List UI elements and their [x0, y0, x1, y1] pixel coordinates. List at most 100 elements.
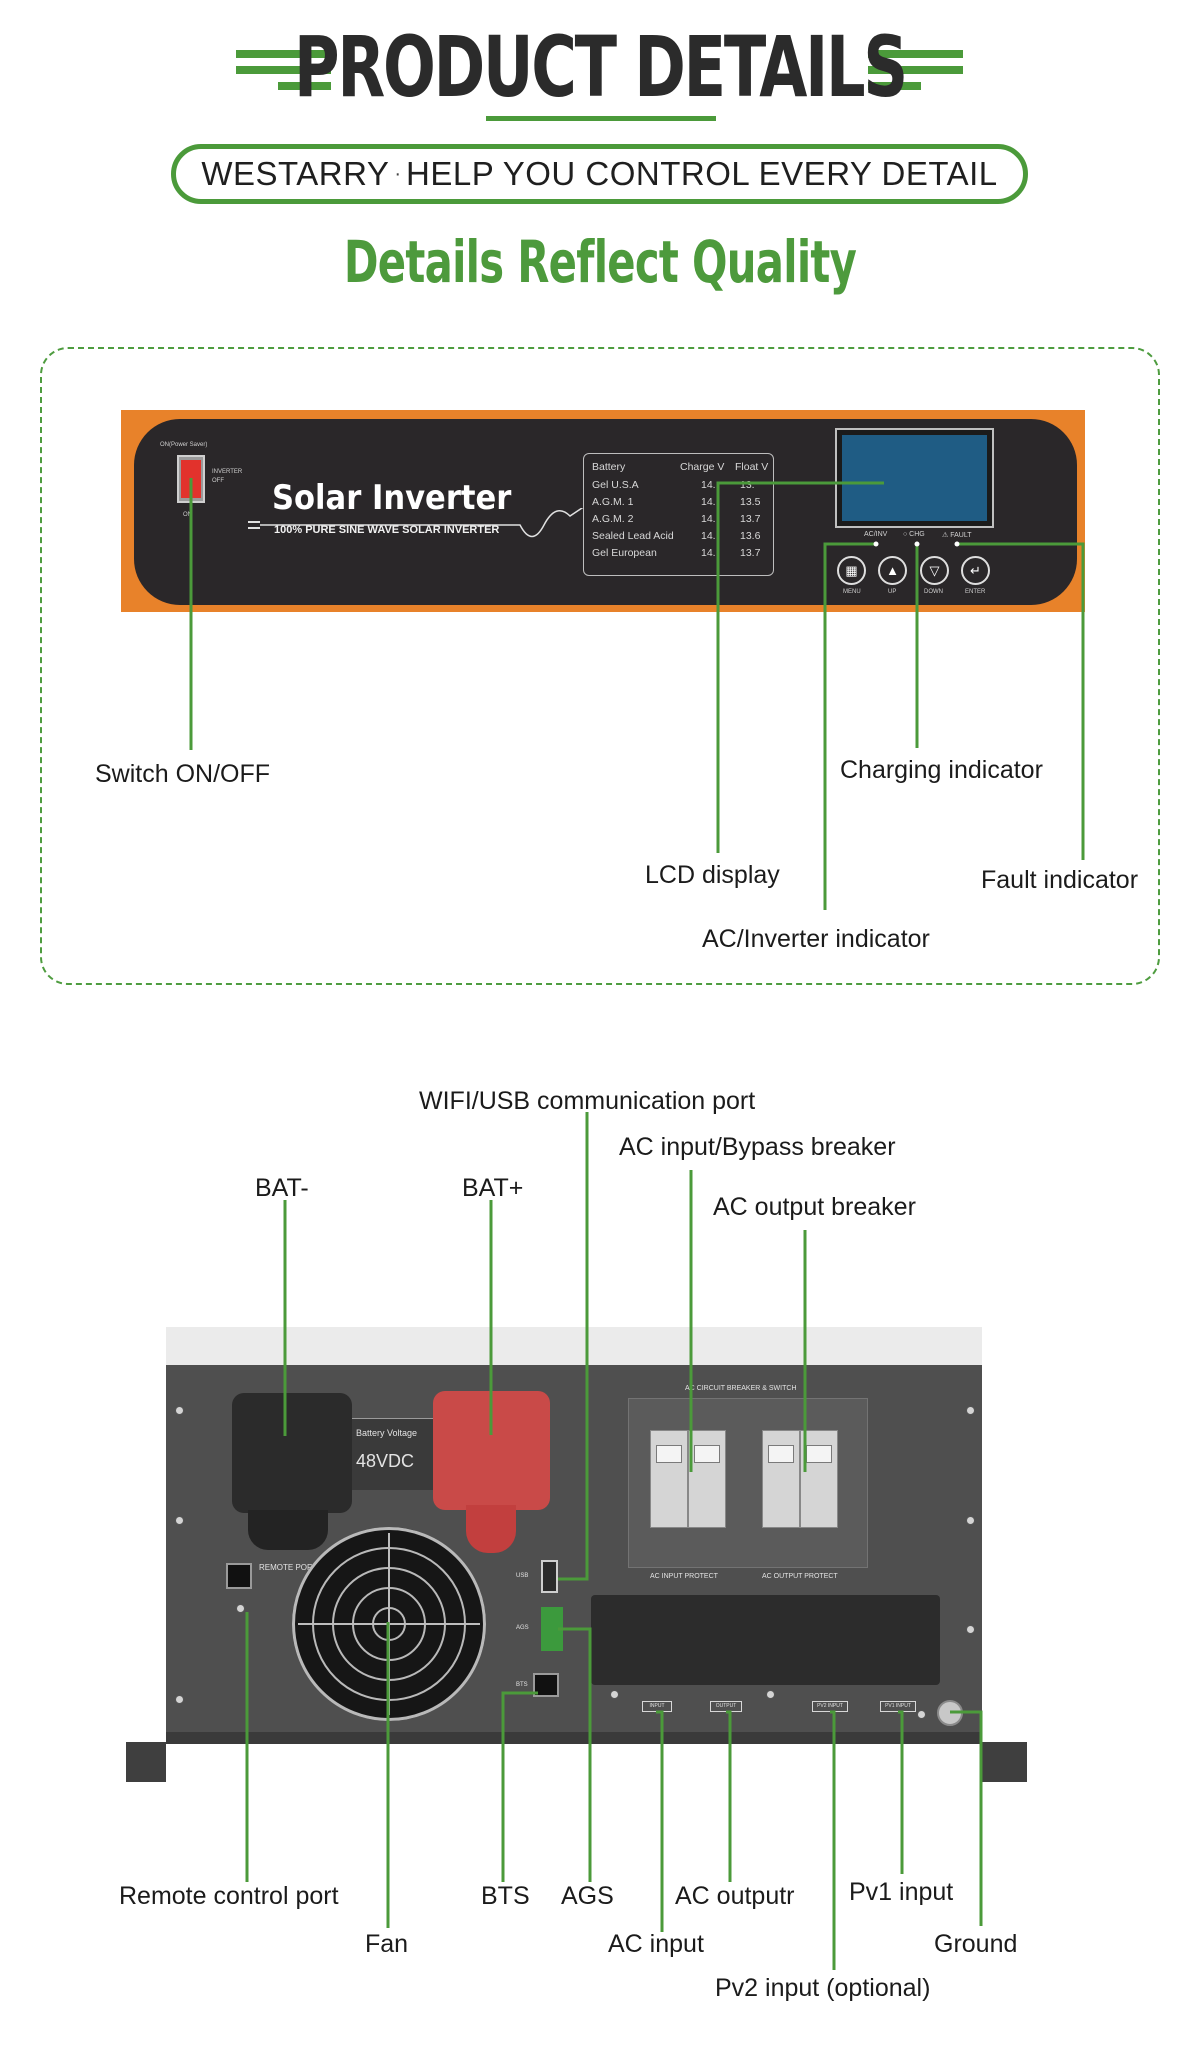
enter-button-label: ENTER [965, 589, 986, 595]
indicator-label-chg: ○ CHG [903, 531, 925, 538]
callout-ac-output-breaker: AC output breaker [713, 1193, 916, 1221]
lcd-screen [842, 435, 987, 521]
callout-ags: AGS [561, 1882, 614, 1910]
callout-ground: Ground [934, 1930, 1018, 1958]
breaker-input-label: AC INPUT PROTECT [650, 1573, 718, 1580]
screw [917, 1710, 926, 1719]
remote-port-jack[interactable] [226, 1563, 252, 1589]
callout-bts: BTS [481, 1882, 530, 1910]
battery-voltage-plate [352, 1418, 433, 1490]
ac-input-breaker-lever[interactable] [694, 1445, 720, 1463]
battery-table-header: Battery [592, 461, 626, 473]
callout-bat-plus: BAT+ [462, 1174, 524, 1202]
terminal-block-cover [591, 1595, 940, 1685]
battery-table-cell: 13.5 [740, 496, 761, 508]
indicator-label-fault: ⚠ FAULT [942, 532, 972, 539]
right-mount-foot [982, 1742, 1027, 1782]
down-button[interactable]: ▽ [920, 556, 949, 585]
brand-wave-line-icon [248, 508, 584, 538]
brand-subtitle: 100% PURE SINE WAVE SOLAR INVERTER [274, 524, 500, 536]
callout-fault-indicator: Fault indicator [981, 866, 1139, 894]
ags-port-label: AGS [516, 1625, 529, 1631]
screw [766, 1690, 775, 1699]
screw [610, 1690, 619, 1699]
screw [966, 1516, 975, 1525]
enter-arrow-icon: ↵ [970, 562, 981, 578]
callout-ac-input: AC input [608, 1930, 704, 1958]
callout-wifi-usb-port: WIFI/USB communication port [419, 1087, 756, 1115]
front-callout-lines [189, 478, 1085, 910]
menu-button[interactable]: ▦ [837, 556, 866, 585]
callout-pv1-input: Pv1 input [849, 1878, 954, 1906]
battery-table-cell: 13.6 [740, 530, 761, 542]
up-button-label: UP [888, 589, 897, 595]
callout-lcd-display: LCD display [645, 861, 780, 889]
ac-input-breaker-lever[interactable] [656, 1445, 682, 1463]
callout-ac-output: AC outputr [675, 1882, 795, 1910]
battery-table-cell: 14. [701, 547, 716, 559]
callout-remote-control-port: Remote control port [119, 1882, 339, 1910]
callout-fan: Fan [365, 1930, 409, 1958]
callout-ac-input-bypass-breaker: AC input/Bypass breaker [619, 1133, 896, 1161]
callout-pv2-input: Pv2 input (optional) [715, 1974, 931, 2002]
left-mount-foot [126, 1742, 166, 1782]
battery-table-cell: Gel European [592, 547, 657, 559]
slogan-text: HELP YOU CONTROL EVERY DETAIL [406, 155, 998, 192]
brand-name: Solar Inverter [272, 478, 512, 518]
switch-top-text: ON(Power Saver) [160, 442, 208, 448]
menu-button-label: MENU [843, 589, 861, 595]
screw [966, 1406, 975, 1415]
subtitle: Details Reflect Quality [343, 228, 857, 296]
battery-table-cell: A.G.M. 2 [592, 513, 634, 525]
bat-minus-terminal[interactable] [232, 1393, 352, 1513]
battery-table-cell: 14. [701, 530, 716, 542]
bts-port-label: BTS [516, 1682, 528, 1688]
ac-output-breaker-lever[interactable] [768, 1445, 794, 1463]
battery-table [583, 453, 774, 576]
enter-button[interactable]: ↵ [961, 556, 990, 585]
callout-ac-inverter-indicator: AC/Inverter indicator [702, 925, 930, 953]
breaker-panel-title: AC CIRCUIT BREAKER & SWITCH [685, 1385, 797, 1392]
ags-connector[interactable] [541, 1607, 563, 1651]
battery-table-cell: A.G.M. 1 [592, 496, 634, 508]
screw [175, 1406, 184, 1415]
up-button[interactable]: ▲ [878, 556, 907, 585]
menu-grid-icon: ▦ [845, 562, 858, 578]
title-underline [486, 116, 716, 121]
down-arrow-icon: ▽ [929, 562, 940, 578]
down-button-label: DOWN [924, 589, 943, 595]
callout-charging-indicator: Charging indicator [840, 756, 1043, 784]
slogan-dot: · [394, 162, 402, 185]
up-arrow-icon: ▲ [886, 563, 899, 578]
battery-table-cell: 13.7 [740, 547, 761, 559]
screw [966, 1625, 975, 1634]
usb-port[interactable] [541, 1560, 558, 1593]
usb-port-label: USB [516, 1573, 529, 1579]
bat-minus-cable [248, 1510, 328, 1550]
battery-voltage-value: 48VDC [356, 1451, 415, 1471]
page-title: PRODUCT DETAILS [294, 18, 908, 116]
screw [175, 1695, 184, 1704]
battery-table-cell: 14. [701, 513, 716, 525]
battery-voltage-label: Battery Voltage [356, 1428, 418, 1438]
battery-table-cell: 14. [701, 479, 716, 491]
battery-table-cell: 13.7 [740, 513, 761, 525]
battery-table-header: Charge V [680, 461, 725, 473]
callout-switch: Switch ON/OFF [95, 760, 271, 788]
battery-table-header: Float V [735, 461, 769, 473]
front-panel-frame [40, 347, 1160, 985]
indicator-label-ac-inv: AC/INV [864, 531, 888, 538]
title-decoration-left-middle [236, 66, 331, 74]
screw [236, 1604, 245, 1613]
title-decoration-right-bottom [868, 82, 921, 90]
battery-table-cell: 14. [701, 496, 716, 508]
title-decoration-right-top [868, 50, 963, 58]
callout-bat-minus: BAT- [255, 1174, 309, 1202]
switch-side-text-2: OFF [212, 478, 224, 484]
slogan-banner: WESTARRY · HELP YOU CONTROL EVERY DETAIL [171, 144, 1028, 204]
rear-panel-bottom-strip [166, 1732, 982, 1744]
title-decoration-left-bottom [278, 82, 331, 90]
switch-bottom-text: ON [183, 512, 192, 518]
